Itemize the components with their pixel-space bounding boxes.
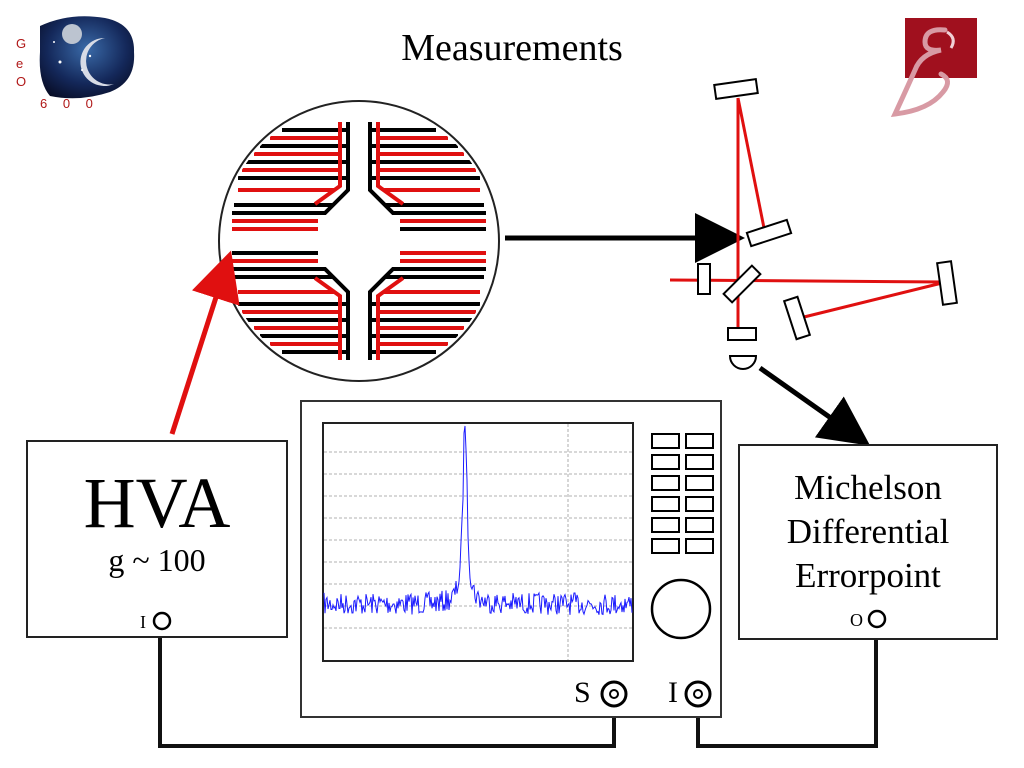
spectrum-analyzer: S I [300,400,722,718]
input-mirror [697,263,711,295]
keypad-key[interactable] [685,475,714,491]
keypad-key[interactable] [651,517,680,533]
keypad-key[interactable] [651,538,680,554]
michelson-errorpoint-box: Michelson Differential Errorpoint O [738,444,998,640]
keypad-key[interactable] [685,496,714,512]
geo-letter-2: e [16,56,24,71]
keypad-key[interactable] [685,454,714,470]
fold-mirror-north [745,218,793,248]
keypad-key[interactable] [685,517,714,533]
electrode-pattern [218,100,500,382]
hva-gain: g ~ 100 [108,542,206,578]
geo600-logo: G e O 6 0 0 [10,12,140,112]
hva-amplifier-box: HVA g ~ 100 I [26,440,288,638]
geo600-logo-image [39,16,135,99]
tuning-knob[interactable] [648,576,714,642]
institute-logo-image [890,18,977,118]
input-port-icon[interactable] [683,679,713,709]
signal-arrow [758,365,871,446]
page-title: Measurements [401,27,623,69]
mde-line-1: Michelson [794,468,942,507]
keypad [651,433,714,554]
keypad-key[interactable] [651,496,680,512]
mde-output-port-icon[interactable] [866,608,888,630]
mde-line-3: Errorpoint [795,556,941,595]
hva-drive-arrow [169,250,240,435]
hva-input-port-icon[interactable] [151,610,173,632]
screen-grid [324,424,632,660]
geo-letter-3: O [16,74,27,89]
output-mirror [727,327,757,341]
keypad-key[interactable] [651,475,680,491]
beam-splitter [722,264,762,304]
cable-input-errorpoint [696,622,878,748]
michelson-interferometer [669,78,958,370]
spectrum-screen [322,422,634,662]
mde-output-label: O [850,610,863,630]
source-port-label: S [574,676,591,709]
source-port-icon[interactable] [599,679,629,709]
keypad-key[interactable] [651,433,680,449]
end-mirror-east [936,260,958,306]
hva-title: HVA [83,463,231,543]
hva-input-label: I [140,612,146,632]
institute-logo [885,18,980,120]
keypad-key[interactable] [651,454,680,470]
cable-hva-source [158,622,616,748]
mde-line-2: Differential [786,512,950,551]
spectrum-trace [323,425,633,616]
end-mirror-top [713,78,759,100]
fold-mirror-east [782,295,812,341]
photodiode-icon [728,355,758,370]
geo-number: 6 0 0 [40,96,99,111]
geo-letter-1: G [16,36,27,51]
keypad-key[interactable] [685,538,714,554]
input-port-label: I [668,676,678,709]
keypad-key[interactable] [685,433,714,449]
